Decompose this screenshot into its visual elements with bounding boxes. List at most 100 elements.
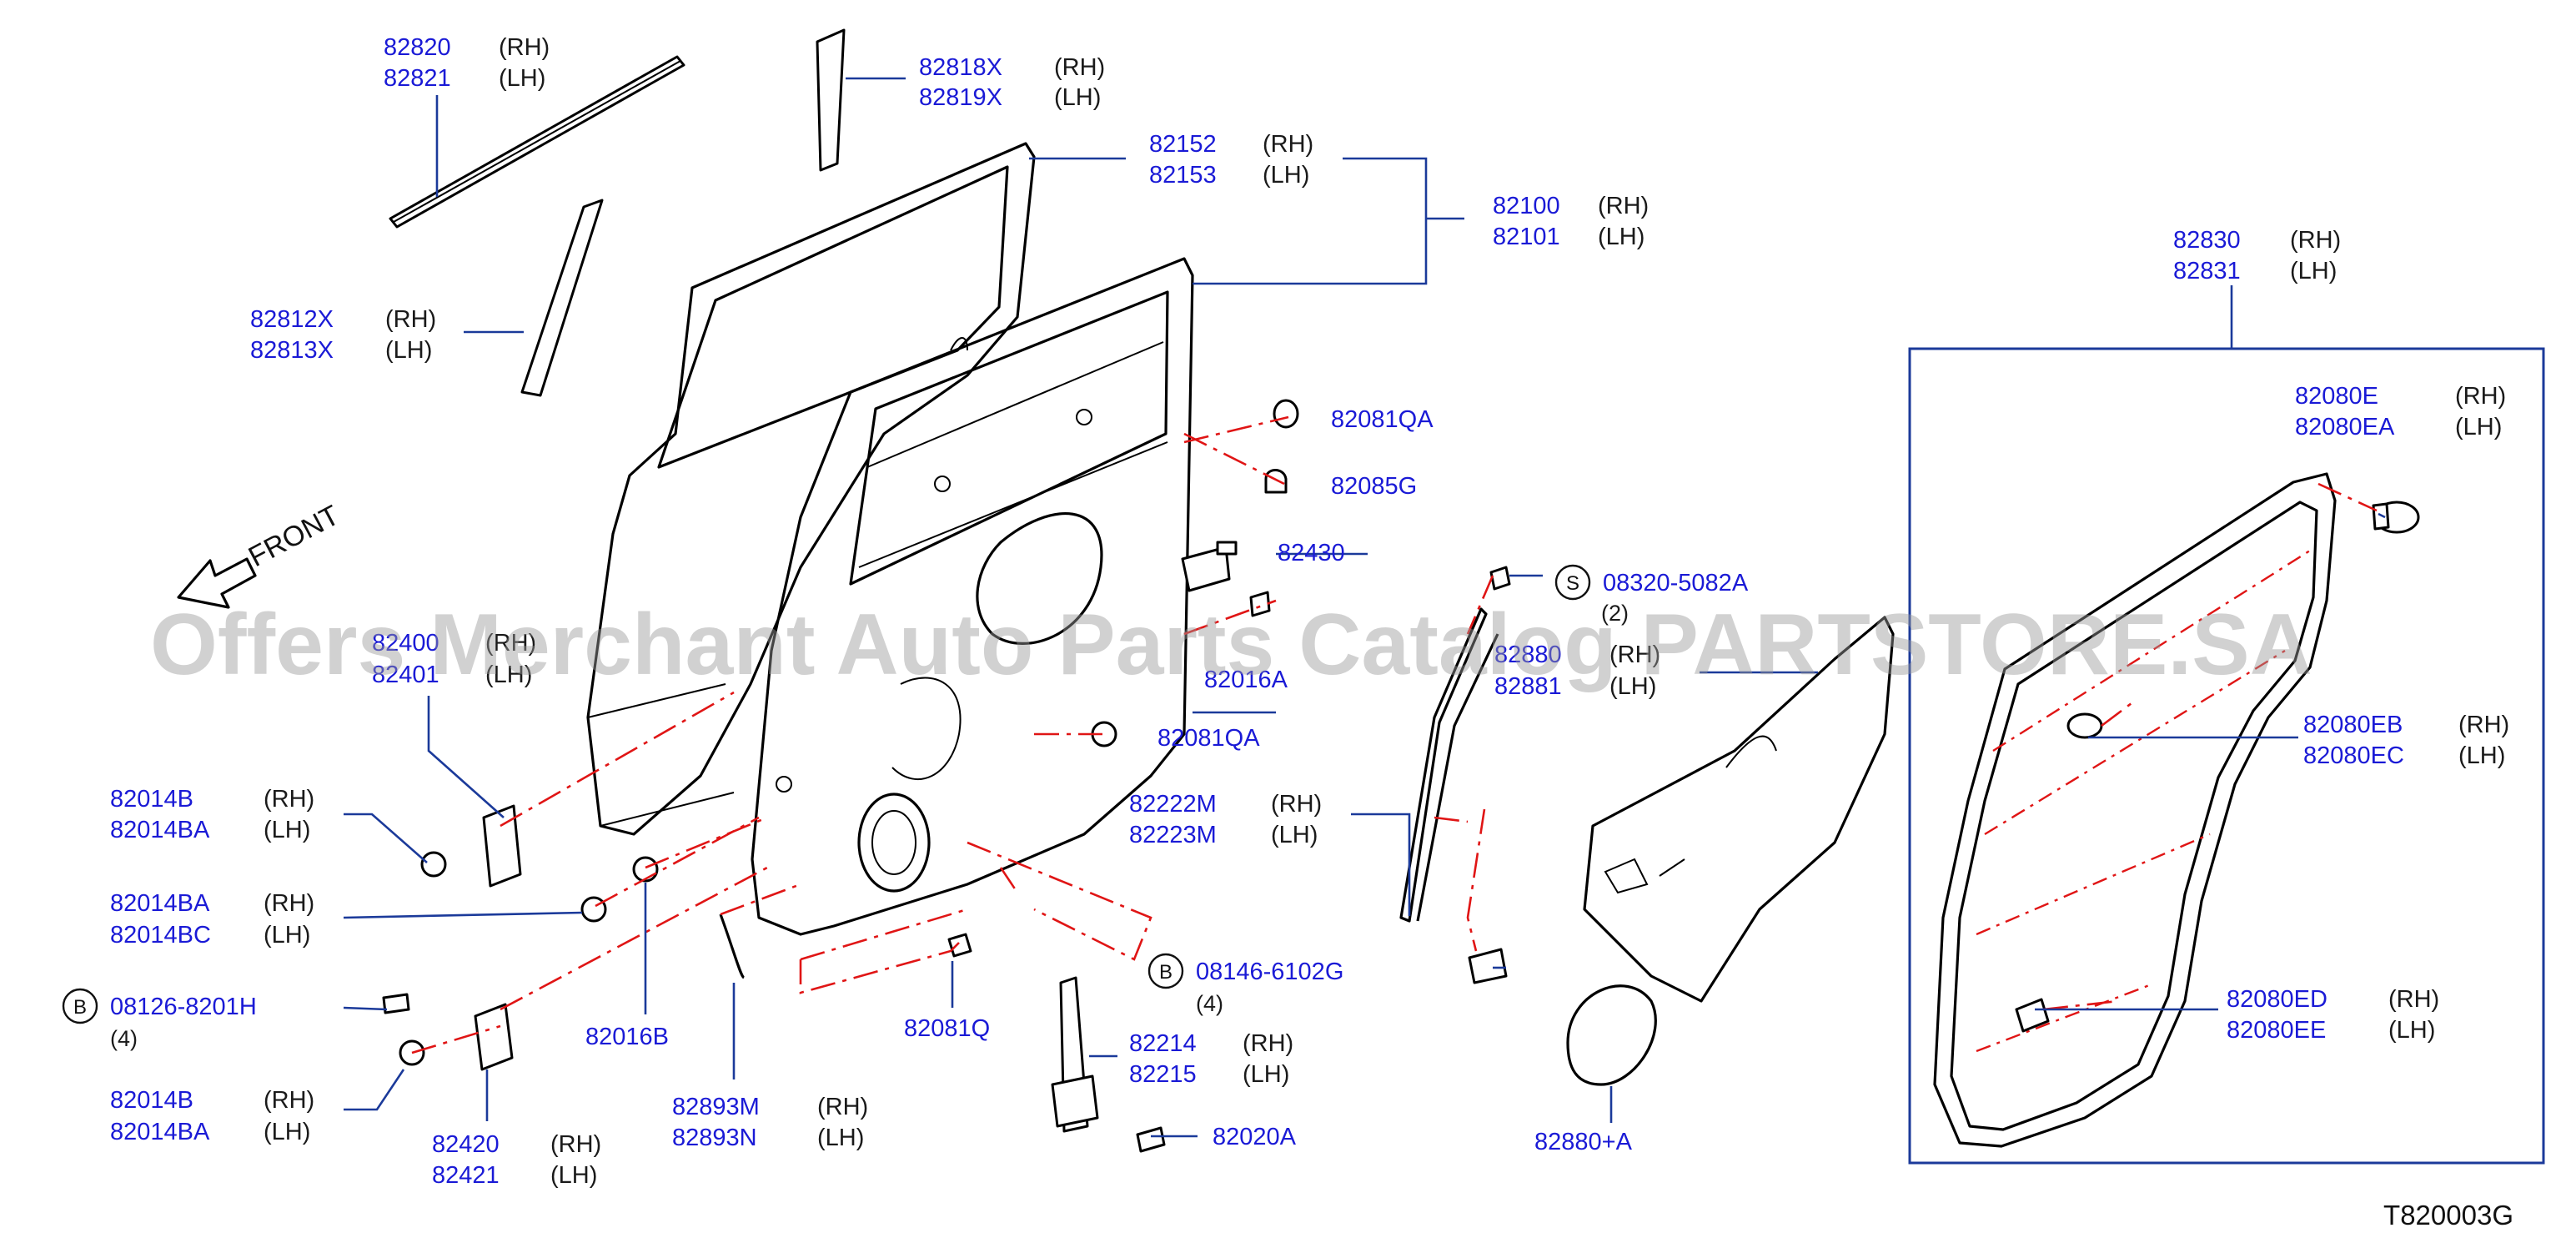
part-number-lh[interactable]: 82223M xyxy=(1129,822,1217,848)
part-number-rh[interactable]: 82214 xyxy=(1129,1030,1197,1057)
front-direction-arrow xyxy=(177,557,257,609)
part-number-82081QA-mid[interactable]: 82081QA xyxy=(1157,725,1260,752)
part-number-rh[interactable]: 82080ED xyxy=(2227,986,2327,1013)
part-number-lh[interactable]: 82014BC xyxy=(110,922,211,949)
side-rh: (RH) xyxy=(1054,54,1105,81)
part-number-lh[interactable]: 82080EA xyxy=(2295,414,2395,440)
part-number-82081Q[interactable]: 82081Q xyxy=(904,1015,990,1042)
part-number-rh[interactable]: 82100 xyxy=(1493,193,1560,219)
sash-glass-run-drawing xyxy=(1399,566,1511,984)
part-number[interactable]: 08320-5082A xyxy=(1603,570,1749,596)
part-number[interactable]: 08146-6102G xyxy=(1196,959,1343,985)
part-number-rh[interactable]: 82080E xyxy=(2295,383,2378,410)
part-number-lh[interactable]: 82831 xyxy=(2173,258,2241,284)
side-lh: (LH) xyxy=(1609,673,1656,700)
fastener-B-08146[interactable]: B 08146-6102G (4) xyxy=(1147,953,1343,1016)
callout-82818X[interactable]: 82818X (RH) 82819X (LH) xyxy=(919,54,1105,111)
side-lh: (LH) xyxy=(2290,258,2337,284)
part-number-rh[interactable]: 82812X xyxy=(250,306,334,333)
part-number-82016A[interactable]: 82016A xyxy=(1204,667,1288,693)
callout-82880[interactable]: 82880 (RH) 82881 (LH) xyxy=(1494,642,1660,700)
callout-82222M[interactable]: 82222M (RH) 82223M (LH) xyxy=(1129,791,1322,848)
weatherstrip-drawing xyxy=(1908,347,2545,1165)
part-number-rh[interactable]: 82893M xyxy=(672,1094,760,1120)
callout-82080ED[interactable]: 82080ED (RH) 82080EE (LH) xyxy=(2227,986,2439,1044)
part-number-82880-A[interactable]: 82880+A xyxy=(1534,1129,1633,1155)
part-number-lh[interactable]: 82881 xyxy=(1494,673,1562,700)
side-lh: (LH) xyxy=(499,65,545,92)
part-number-lh[interactable]: 82080EC xyxy=(2303,742,2404,769)
part-number-lh[interactable]: 82893N xyxy=(672,1125,757,1151)
fastener-tag: B xyxy=(1159,961,1173,984)
part-number-rh[interactable]: 82818X xyxy=(919,54,1002,81)
part-number-rh[interactable]: 82222M xyxy=(1129,791,1217,818)
part-number-lh[interactable]: 82821 xyxy=(384,65,451,92)
callout-82420[interactable]: 82420 (RH) 82421 (LH) xyxy=(432,1131,601,1189)
part-number-lh[interactable]: 82421 xyxy=(432,1162,500,1189)
quantity: (2) xyxy=(1601,601,1629,626)
callout-82893M[interactable]: 82893M (RH) 82893N (LH) xyxy=(672,1094,868,1151)
fastener-tag: B xyxy=(73,996,87,1019)
side-rh: (RH) xyxy=(385,306,436,333)
side-lh: (LH) xyxy=(1271,822,1318,848)
part-number-rh[interactable]: 82014B xyxy=(110,1087,193,1114)
side-rh: (RH) xyxy=(1598,193,1649,219)
callout-82214[interactable]: 82214 (RH) 82215 (LH) xyxy=(1129,1030,1293,1088)
part-number-lh[interactable]: 82101 xyxy=(1493,224,1560,250)
callout-82830[interactable]: 82830 (RH) 82831 (LH) xyxy=(2173,227,2341,284)
side-rh: (RH) xyxy=(1243,1030,1293,1057)
part-number-rh[interactable]: 82152 xyxy=(1149,131,1217,158)
window-outer-moulding-drawing xyxy=(389,55,685,229)
callout-82080E[interactable]: 82080E (RH) 82080EA (LH) xyxy=(2295,383,2506,440)
part-number-82430[interactable]: 82430 xyxy=(1278,540,1345,566)
part-number-rh[interactable]: 82880 xyxy=(1494,642,1562,668)
fastener-B-08126[interactable]: B 08126-8201H (4) xyxy=(62,988,257,1051)
part-number-lh[interactable]: 82014BA xyxy=(110,817,210,843)
part-number-82081QA-top[interactable]: 82081QA xyxy=(1331,406,1434,433)
callout-82152[interactable]: 82152 (RH) 82153 (LH) xyxy=(1149,131,1313,189)
part-number[interactable]: 08126-8201H xyxy=(110,994,257,1020)
side-rh: (RH) xyxy=(1609,642,1660,668)
part-number-rh[interactable]: 82014B xyxy=(110,786,193,813)
callout-82820[interactable]: 82820 (RH) 82821 (LH) xyxy=(384,34,550,92)
part-number-lh[interactable]: 82819X xyxy=(919,84,1002,111)
part-number-rh[interactable]: 82820 xyxy=(384,34,451,61)
part-number-rh[interactable]: 82420 xyxy=(432,1131,500,1158)
part-number-rh[interactable]: 82830 xyxy=(2173,227,2241,254)
door-outer-panel-drawing xyxy=(586,142,1036,836)
watermark: Offers Merchant Auto Parts Catalog PARTS… xyxy=(150,596,2312,693)
callout-82014BA[interactable]: 82014BA (RH) 82014BC (LH) xyxy=(110,890,314,949)
pillar-finisher-upper-drawing xyxy=(816,28,846,172)
part-number-82085G[interactable]: 82085G xyxy=(1331,473,1417,500)
part-number-lh[interactable]: 82401 xyxy=(372,662,439,688)
part-number-rh[interactable]: 82080EB xyxy=(2303,712,2403,738)
fastener-S-08320[interactable]: S 08320-5082A (2) xyxy=(1554,564,1749,626)
part-number-lh[interactable]: 82014BA xyxy=(110,1119,210,1145)
part-number-82016B[interactable]: 82016B xyxy=(585,1024,669,1050)
part-number-82020A[interactable]: 82020A xyxy=(1213,1124,1297,1150)
side-rh: (RH) xyxy=(1271,791,1322,818)
callout-82014B-lower[interactable]: 82014B (RH) 82014BA (LH) xyxy=(110,1087,314,1145)
side-lh: (LH) xyxy=(385,337,432,364)
side-lh: (LH) xyxy=(2458,742,2505,769)
callout-82812X[interactable]: 82812X (RH) 82813X (LH) xyxy=(250,306,436,364)
side-rh: (RH) xyxy=(499,34,550,61)
part-number-lh[interactable]: 82153 xyxy=(1149,162,1217,189)
front-label: FRONT xyxy=(244,500,344,574)
part-number-rh[interactable]: 82400 xyxy=(372,630,439,657)
side-lh: (LH) xyxy=(485,662,532,688)
part-number-lh[interactable]: 82215 xyxy=(1129,1061,1197,1088)
part-number-rh[interactable]: 82014BA xyxy=(110,890,210,917)
callout-82014B-upper[interactable]: 82014B (RH) 82014BA (LH) xyxy=(110,786,314,843)
callout-82400[interactable]: 82400 (RH) 82401 (LH) xyxy=(372,630,536,688)
side-rh: (RH) xyxy=(2455,383,2506,410)
part-number-lh[interactable]: 82080EE xyxy=(2227,1017,2326,1044)
side-rh: (RH) xyxy=(2388,986,2439,1013)
side-lh: (LH) xyxy=(1598,224,1645,250)
quantity: (4) xyxy=(110,1026,138,1051)
callout-82080EB[interactable]: 82080EB (RH) 82080EC (LH) xyxy=(2303,712,2509,769)
diagram-code: T820003G xyxy=(2383,1200,2513,1230)
callout-82100[interactable]: 82100 (RH) 82101 (LH) xyxy=(1493,193,1649,250)
part-number-lh[interactable]: 82813X xyxy=(250,337,334,364)
